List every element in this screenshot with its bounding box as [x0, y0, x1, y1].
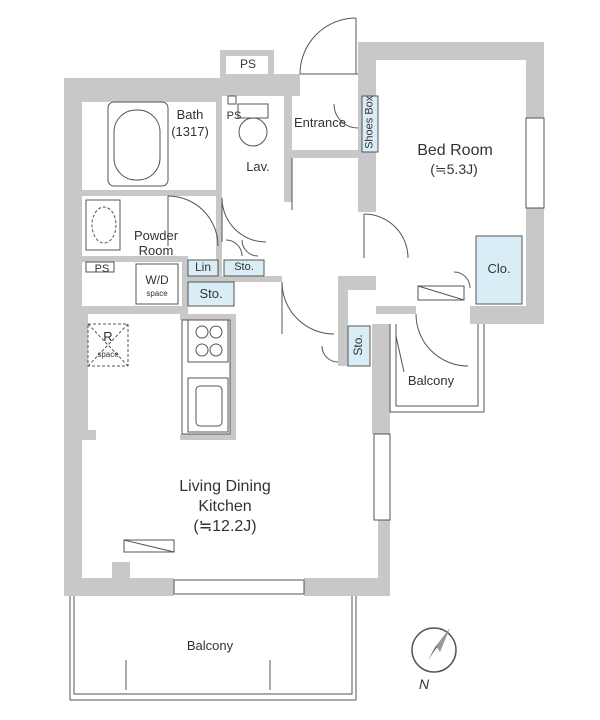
closet-label: Clo.	[487, 261, 511, 276]
bath-label: Bath	[176, 107, 204, 122]
walls	[64, 42, 544, 596]
wd-label: W/D	[145, 273, 169, 287]
lav-label: Lav.	[246, 159, 270, 174]
ldk-label-1: Living Dining	[179, 478, 271, 495]
ldk-size-label: (≒12.2J)	[193, 518, 257, 535]
sto-right-label: Sto.	[351, 334, 366, 356]
r-space-label: space	[97, 350, 119, 359]
powder-room-label-1: Powder	[133, 228, 179, 243]
shoes-box-label: Shoes Box	[363, 95, 376, 149]
north-label: N	[418, 676, 430, 692]
balcony-bottom-label: Balcony	[186, 638, 234, 653]
sto-small-label: Sto.	[234, 261, 254, 273]
interior-lines	[69, 17, 545, 701]
lin-label: Lin	[194, 260, 211, 274]
ps-lav-label: PS	[226, 110, 242, 122]
bedroom-size-label: (≒5.3J)	[430, 161, 478, 177]
storage-areas	[135, 95, 523, 367]
entrance-label: Entrance	[293, 115, 347, 130]
bedroom-label: Bed Room	[417, 142, 493, 159]
bath-size-label: (1317)	[171, 124, 209, 139]
compass-icon	[411, 627, 457, 673]
ldk-label-2: Kitchen	[198, 498, 252, 515]
wd-space-label: space	[146, 289, 168, 298]
ps-top-label: PS	[239, 57, 256, 71]
sto-mid-label: Sto.	[199, 286, 223, 301]
r-label: R	[103, 329, 113, 344]
ps-left-label: PS	[94, 263, 110, 275]
balcony-right-label: Balcony	[407, 373, 455, 388]
powder-room-label-2: Room	[138, 243, 174, 258]
